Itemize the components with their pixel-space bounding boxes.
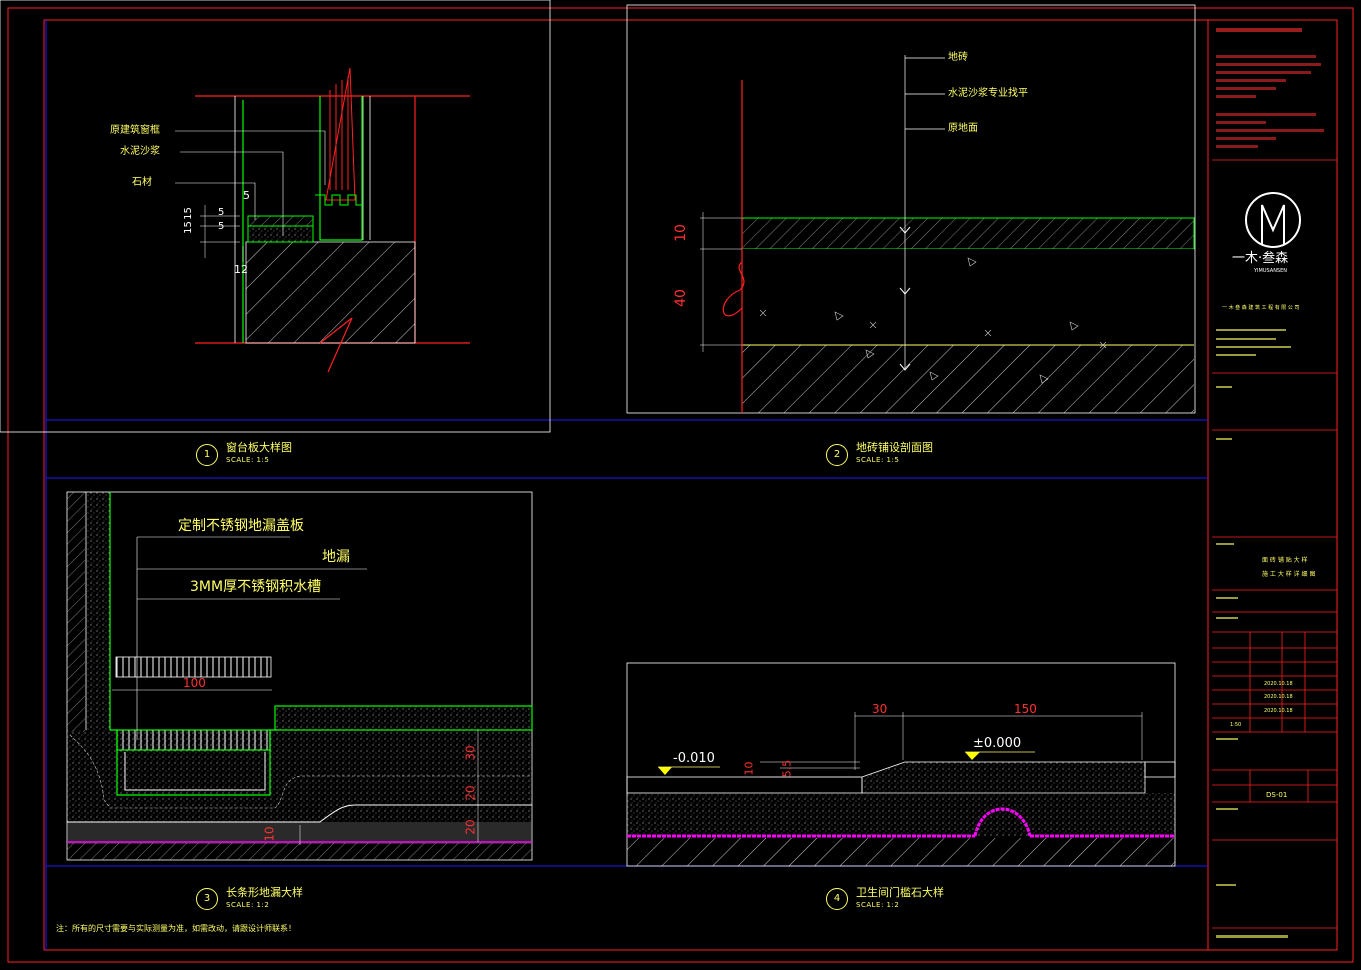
d4-dim-5-5: 5.5: [780, 759, 794, 778]
d4-dim-150: 150: [1014, 702, 1037, 716]
detail-3-linear-drain: [66, 491, 533, 861]
d4-scale: SCALE: 1:2: [856, 901, 900, 909]
title-block: [1212, 159, 1337, 929]
d1-dim-5a: 5: [243, 189, 250, 202]
drawing-title-2: 施 工 大 样 详 细 图: [1262, 571, 1316, 578]
d1-label-mortar: 水泥沙浆: [120, 146, 160, 157]
detail-1-window-sill: [0, 0, 551, 433]
inner-frame: [43, 19, 1338, 951]
d3-detail-number: 3: [196, 888, 218, 910]
d1-title: 窗台板大样图: [226, 441, 292, 454]
d2-title: 地砖铺设剖面图: [856, 441, 933, 454]
title-block-notes: [1216, 28, 1324, 938]
detail-2-floor-tile-section: [626, 4, 1196, 414]
general-note: 注：所有的尺寸需要与实际测量为准，如需改动，请跟设计师联系！: [56, 924, 296, 933]
d4-level-minus: -0.010: [673, 751, 715, 766]
d3-dim-10: 10: [262, 826, 277, 842]
detail-4-door-threshold: [626, 662, 1176, 867]
d2-label-leveling: 水泥沙浆专业找平: [948, 88, 1028, 99]
d2-scale: SCALE: 1:5: [856, 456, 900, 464]
outer-frame: [7, 7, 1354, 963]
date-2: 2020.10.18: [1264, 694, 1293, 700]
d4-dim-10: 10: [742, 761, 756, 776]
d1-dim-15a: 15: [182, 221, 194, 234]
date-1: 2020.10.18: [1264, 681, 1293, 687]
d3-scale: SCALE: 1:2: [226, 901, 270, 909]
d3-label-drain: 地漏: [322, 549, 350, 565]
sheet-number: DS-01: [1266, 791, 1288, 799]
d2-label-base: 原地面: [948, 123, 978, 134]
d4-detail-number: 4: [826, 888, 848, 910]
d1-dim-15b: 15: [182, 207, 194, 220]
company-name: 一 木 叁 森 建 筑 工 程 有 限 公 司: [1222, 305, 1300, 311]
date-3: 2020.10.18: [1264, 708, 1293, 714]
d3-dim-30: 30: [463, 745, 478, 761]
logo-text: 一木·叁森: [1232, 251, 1289, 266]
d2-label-tile: 地砖: [948, 52, 968, 63]
d2-detail-number: 2: [826, 444, 848, 466]
d1-detail-number: 1: [196, 444, 218, 466]
d2-dim-10: 10: [672, 224, 689, 242]
d4-dim-30: 30: [872, 702, 888, 716]
d1-scale: SCALE: 1:5: [226, 456, 270, 464]
scale-value: 1:50: [1230, 722, 1242, 728]
d1-label-window-frame: 原建筑窗框: [110, 125, 160, 136]
d3-label-channel: 3MM厚不锈钢积水槽: [190, 579, 322, 595]
d1-dim-5c: 5: [218, 221, 225, 232]
d3-dim-20b: 20: [463, 819, 478, 835]
d1-label-stone: 石材: [132, 177, 152, 188]
d2-dim-40: 40: [672, 289, 689, 307]
d4-level-zero: ±0.000: [973, 736, 1022, 751]
d3-dim-20a: 20: [463, 785, 478, 801]
d3-dim-100: 100: [183, 676, 206, 690]
d3-label-cover: 定制不锈钢地漏盖板: [178, 518, 304, 534]
d3-title: 长条形地漏大样: [226, 886, 303, 899]
d1-dim-12: 12: [234, 263, 248, 276]
logo-subtext: YIMUSANSEN: [1254, 268, 1288, 274]
d4-title: 卫生间门槛石大样: [856, 886, 944, 899]
drawing-title-1: 面 砖 铺 贴 大 样: [1262, 557, 1308, 564]
d1-dim-5b: 5: [218, 207, 225, 218]
